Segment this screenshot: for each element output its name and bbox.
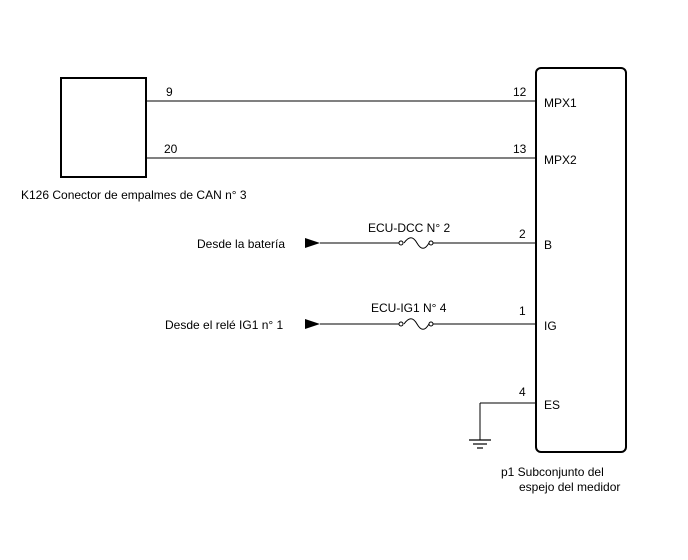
terminal-es: ES <box>544 398 560 412</box>
arrow-right-icon <box>305 319 320 329</box>
pin-label-4: 4 <box>519 385 526 399</box>
fuse-terminal-icon <box>428 321 434 327</box>
fuse-terminal-icon <box>428 240 434 246</box>
terminal-mpx2: MPX2 <box>544 153 577 167</box>
meter-caption-line2: espejo del medidor <box>519 480 620 494</box>
fuse-icon <box>403 237 430 249</box>
pin-label-2: 2 <box>519 227 526 241</box>
pin-label-12: 12 <box>513 85 527 99</box>
can-junction-connector-box <box>60 77 147 178</box>
fuse-icon <box>403 318 430 330</box>
fuse-ecu-dcc-label: ECU-DCC N° 2 <box>368 221 450 235</box>
left-connector-caption: K126 Conector de empalmes de CAN n° 3 <box>21 188 247 202</box>
fuse-terminal-icon <box>398 321 404 327</box>
pin-label-13: 13 <box>513 142 527 156</box>
terminal-b: B <box>544 238 552 252</box>
meter-caption-line1: p1 Subconjunto del <box>501 465 604 479</box>
pin-label-20: 20 <box>164 142 178 156</box>
pin-label-1: 1 <box>519 304 526 318</box>
fuse-ecu-ig1-label: ECU-IG1 N° 4 <box>371 301 447 315</box>
arrow-right-icon <box>305 238 320 248</box>
ig1-relay-source-label: Desde el relé IG1 n° 1 <box>165 318 284 332</box>
terminal-ig: IG <box>544 319 557 333</box>
fuse-terminal-icon <box>398 240 404 246</box>
terminal-mpx1: MPX1 <box>544 96 577 110</box>
meter-sub-assembly-box <box>535 67 627 453</box>
battery-source-label: Desde la batería <box>197 237 285 251</box>
pin-label-9: 9 <box>166 85 173 99</box>
ground-icon <box>469 439 491 449</box>
